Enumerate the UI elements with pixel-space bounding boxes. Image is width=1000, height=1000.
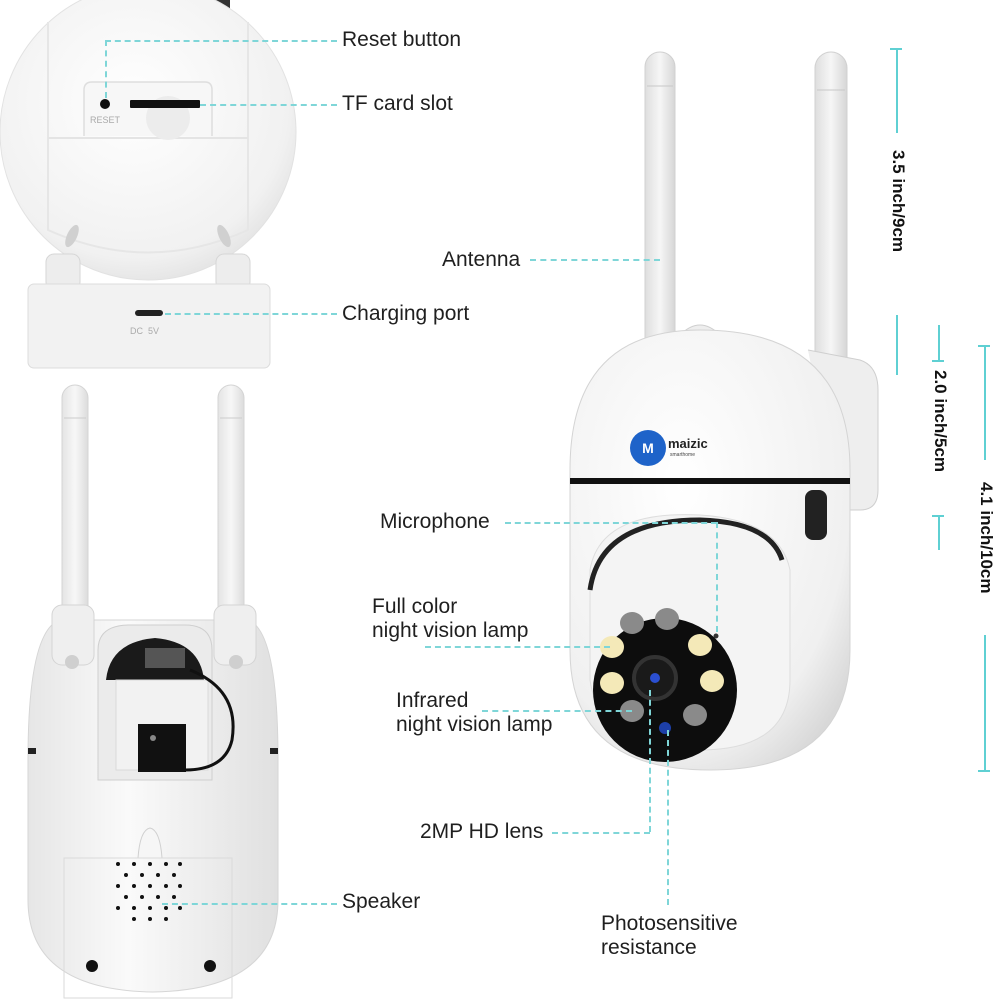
reset-leader-h <box>105 40 337 42</box>
microphone-leader-v <box>716 522 718 632</box>
label-infrared-lamp: Infrared night vision lamp <box>396 689 553 736</box>
lens-icon <box>632 655 678 701</box>
full-color-led-icon <box>600 672 624 694</box>
head-height-line-top <box>938 325 940 360</box>
label-lens: 2MP HD lens <box>420 820 544 843</box>
charging-leader <box>165 313 337 315</box>
brand-logo-icon: M <box>630 430 666 466</box>
camera-rear-head-illustration <box>0 0 297 369</box>
photosensor-leader-v <box>667 730 669 905</box>
microphone-leader-h <box>505 522 717 524</box>
full-color-led-icon <box>688 634 712 656</box>
dc-mark: DC 5V <box>130 326 160 336</box>
photosensor-icon <box>659 722 671 734</box>
antenna-leader <box>530 259 660 261</box>
body-height-label: 4.1 inch/10cm <box>977 482 996 594</box>
camera-front-illustration <box>569 51 879 771</box>
reset-mark: RESET <box>90 115 121 125</box>
body-height-line-bottom <box>984 635 986 770</box>
infrared-leader <box>482 710 632 712</box>
full-color-leader <box>425 646 610 648</box>
tf-leader <box>200 104 337 106</box>
label-full-color-lamp: Full color night vision lamp <box>372 595 529 642</box>
speaker-leader <box>162 903 337 905</box>
label-tf-card-slot: TF card slot <box>342 92 453 115</box>
head-height-line-bottom <box>938 515 940 550</box>
label-antenna: Antenna <box>442 248 521 271</box>
antenna-height-line-top <box>896 48 898 133</box>
antenna-height-label: 3.5 inch/9cm <box>889 150 908 253</box>
charging-port <box>135 310 163 316</box>
tf-card-slot <box>130 100 200 108</box>
label-speaker: Speaker <box>342 890 421 913</box>
ir-led-icon <box>655 608 679 630</box>
speaker-grille-icon <box>116 862 182 921</box>
full-color-led-icon <box>600 636 624 658</box>
lens-leader-h <box>552 832 650 834</box>
label-microphone: Microphone <box>380 510 490 533</box>
body-height-line-top <box>984 345 986 460</box>
full-color-led-icon <box>700 670 724 692</box>
head-height-label: 2.0 inch/5cm <box>931 370 950 473</box>
label-charging-port: Charging port <box>342 302 470 325</box>
label-photosensitive: Photosensitive resistance <box>601 912 738 959</box>
reset-leader-v <box>105 40 107 98</box>
label-reset-button: Reset button <box>342 28 462 51</box>
brand-logo-subtext: smarthome <box>670 452 696 458</box>
ir-led-icon <box>620 700 644 722</box>
brand-logo-text: maizic <box>668 436 708 451</box>
lens-leader-v <box>649 690 651 832</box>
ir-led-icon <box>683 704 707 726</box>
reset-button-hole <box>100 99 110 109</box>
antenna-height-line-bottom <box>896 315 898 375</box>
ir-led-icon <box>620 612 644 634</box>
camera-rear-body-illustration <box>27 384 279 999</box>
